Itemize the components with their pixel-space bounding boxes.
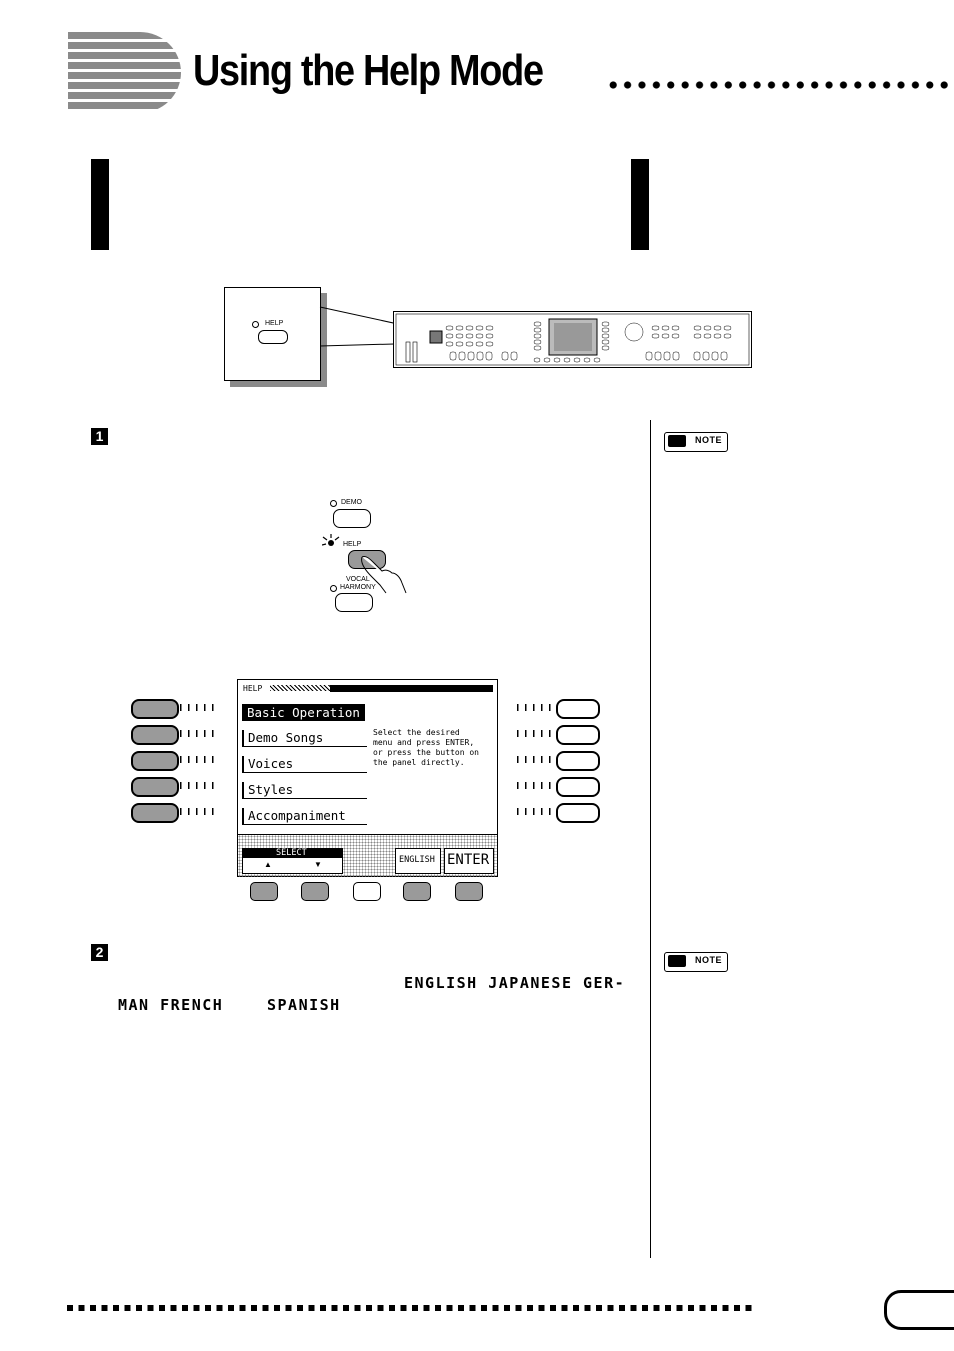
lcd-description: Select the desired menu and press ENTER,… — [373, 728, 479, 767]
language-list-line-2a: MAN FRENCH — [118, 996, 224, 1014]
select-label-tab — [242, 848, 343, 858]
demo-led — [330, 500, 337, 507]
lcd-menu-item-accompaniment[interactable]: Accompaniment — [242, 808, 367, 825]
note-icon — [668, 955, 686, 967]
vocal-harmony-label: VOCAL HARMONY — [340, 576, 376, 591]
lcd-left-button-e[interactable] — [131, 803, 179, 823]
note-badge-2: NOTE — [664, 952, 728, 972]
step-number-2: 2 — [91, 944, 108, 961]
lcd-bottom-button-2[interactable] — [301, 882, 329, 901]
lcd-left-buttons — [130, 697, 220, 827]
select-down-arrow-icon[interactable]: ▼ — [314, 860, 322, 869]
help-callout-box: HELP — [224, 287, 321, 381]
section-bar-right — [631, 159, 649, 250]
step-number-1: 1 — [91, 428, 108, 445]
instrument-panel — [393, 311, 752, 368]
lcd-right-button-e[interactable] — [556, 803, 600, 823]
vocal-harmony-led — [330, 585, 337, 592]
page-number-tab — [884, 1290, 954, 1330]
lcd-bottom-button-5[interactable] — [455, 882, 483, 901]
lcd-right-button-a[interactable] — [556, 699, 600, 719]
lcd-right-buttons — [515, 697, 605, 827]
lcd-bottom-button-1[interactable] — [250, 882, 278, 901]
lcd-menu-item-demo-songs[interactable]: Demo Songs — [242, 730, 367, 747]
lcd-menu-item-styles[interactable]: Styles — [242, 782, 367, 799]
lcd-bottom-button-4[interactable] — [403, 882, 431, 901]
help-led-indicator — [252, 321, 259, 328]
title-dot-leader — [606, 80, 954, 90]
language-list-line-2b: SPANISH — [267, 996, 341, 1014]
lcd-select-control[interactable]: SELECT ▲ ▼ — [242, 848, 343, 874]
language-list-line-1: ENGLISH JAPANESE GER- — [404, 974, 626, 992]
help-label: HELP — [265, 320, 284, 327]
note-badge-1: NOTE — [664, 432, 728, 452]
chapter-tab-graphic — [68, 32, 181, 113]
lcd-header-pattern — [270, 685, 330, 691]
lcd-left-button-a[interactable] — [131, 699, 179, 719]
pressing-finger-icon — [361, 556, 407, 594]
lcd-english-button[interactable]: ENGLISH — [395, 848, 441, 874]
lcd-header-label: HELP — [243, 684, 263, 693]
note-icon — [668, 435, 686, 447]
lcd-enter-button[interactable]: ENTER — [444, 848, 494, 874]
lcd-bottom-button-3[interactable] — [353, 882, 381, 901]
select-up-arrow-icon[interactable]: ▲ — [264, 860, 272, 869]
page-title: Using the Help Mode — [193, 46, 544, 95]
lcd-right-button-c[interactable] — [556, 751, 600, 771]
right-ticks — [517, 704, 553, 819]
lcd-right-button-b[interactable] — [556, 725, 600, 745]
sidebar-divider — [650, 420, 651, 1258]
demo-label: DEMO — [341, 499, 362, 506]
help-panel-label: HELP — [343, 541, 362, 548]
help-led-lit-icon — [322, 534, 340, 546]
lcd-menu-item-basic-operation[interactable]: Basic Operation — [242, 704, 365, 721]
lcd-left-button-d[interactable] — [131, 777, 179, 797]
demo-button[interactable] — [333, 509, 371, 528]
lcd-screen: HELP Basic Operation Demo Songs Voices S… — [237, 679, 498, 877]
lcd-left-button-b[interactable] — [131, 725, 179, 745]
lcd-left-button-c[interactable] — [131, 751, 179, 771]
help-button-zoomed[interactable] — [258, 330, 288, 344]
left-ticks — [180, 704, 216, 819]
section-bar-left — [91, 159, 109, 250]
lcd-header-bar — [330, 685, 493, 692]
footer-dot-leader — [67, 1305, 757, 1311]
vocal-harmony-button[interactable] — [335, 593, 373, 612]
lcd-menu-item-voices[interactable]: Voices — [242, 756, 367, 773]
lcd-right-button-d[interactable] — [556, 777, 600, 797]
